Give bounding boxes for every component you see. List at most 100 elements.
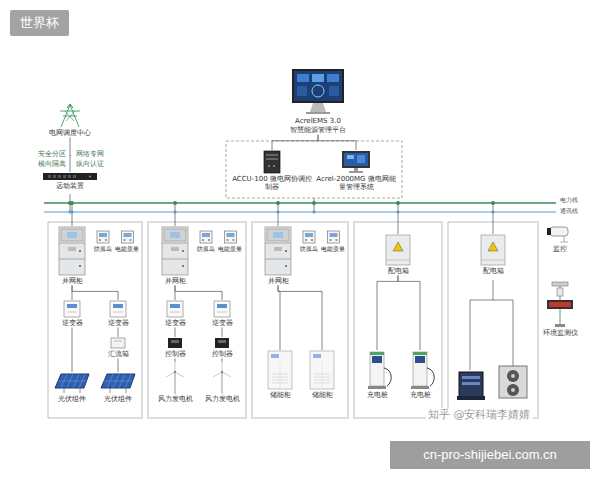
node-label: 并网柜	[53, 276, 91, 285]
device-node: 逆变器	[54, 300, 90, 327]
connector	[72, 327, 73, 372]
node-label: 并网柜	[156, 276, 194, 285]
pc-icon	[342, 151, 370, 173]
connector	[398, 275, 420, 350]
device-node: 风力发电机	[151, 362, 199, 403]
chg-icon	[411, 352, 434, 389]
node-label: 电网调度中心	[34, 128, 106, 137]
node-label: ACCU-100 微电网协调控制器	[232, 174, 312, 192]
chg-icon	[368, 352, 391, 389]
device-node: 配电箱	[474, 234, 512, 275]
watermark: 知乎 @安科瑞李婧婧	[426, 408, 533, 421]
device-node: 充电桩	[358, 350, 396, 399]
device-node: 防孤岛	[194, 230, 218, 253]
dbox-icon	[481, 235, 505, 265]
connector	[175, 358, 176, 362]
tower-icon	[60, 104, 80, 127]
store-icon	[310, 351, 334, 389]
node-label: Acrel-2000MG 微电网能量管理系统	[316, 174, 396, 192]
controller-group	[226, 141, 402, 198]
device-icon	[51, 372, 93, 394]
device-icon	[195, 230, 217, 244]
node-label: 光伏组件	[96, 394, 140, 403]
device-icon	[320, 230, 347, 244]
cab-icon	[162, 227, 188, 275]
node-label: 防孤岛	[297, 244, 321, 253]
connector	[272, 135, 318, 150]
device-icon	[260, 226, 296, 276]
device-node: 光伏组件	[50, 372, 94, 403]
device-icon	[103, 337, 133, 349]
pv-icon	[101, 374, 135, 393]
device-icon	[380, 234, 416, 266]
device-icon	[40, 172, 100, 181]
device-node: 电能质量	[319, 230, 348, 253]
device-node: 汇流箱	[102, 337, 134, 358]
node-label: AcrelEMS 3.0	[272, 116, 364, 125]
node-label: 防孤岛	[194, 244, 218, 253]
ctl-icon	[215, 338, 229, 348]
node-label: 控制器	[159, 349, 191, 358]
node-label: 电能质量	[216, 244, 245, 253]
device-node: ACCU-100 微电网协调控制器	[232, 150, 312, 192]
device-icon	[317, 150, 395, 174]
device-node: 储能柜	[261, 350, 299, 399]
meter-icon	[327, 231, 339, 243]
cab-icon	[59, 227, 85, 275]
device-icon	[359, 350, 395, 390]
meter-icon	[121, 231, 133, 243]
device-node: 并网柜	[156, 226, 194, 285]
line-name: 电力线	[560, 196, 578, 203]
device-icon	[475, 234, 511, 266]
device-icon	[157, 226, 193, 276]
device-node: AcrelEMS 3.0智慧能源管理平台	[272, 68, 364, 135]
comb-icon	[111, 338, 125, 348]
node-label: 监控	[544, 244, 576, 253]
dbox-icon	[386, 235, 410, 265]
device-node: 电能质量	[113, 230, 142, 253]
connector	[318, 135, 356, 150]
node-label: 逆变器	[54, 318, 90, 327]
wind-icon	[213, 362, 231, 394]
device-node: 防孤岛	[91, 230, 115, 253]
node-label: 逆变器	[100, 318, 136, 327]
device-node: 充电桩	[401, 350, 439, 399]
load-equipment	[457, 366, 527, 400]
device-node: 逆变器	[100, 300, 136, 327]
device-node: 逆变器	[157, 300, 193, 327]
device-node: 光伏组件	[96, 372, 140, 403]
device-icon	[273, 68, 363, 116]
device-icon	[101, 300, 135, 318]
device-icon	[217, 230, 244, 244]
node-label: 充电桩	[401, 390, 439, 399]
meter-icon	[224, 231, 236, 243]
device-node: 储能柜	[303, 350, 341, 399]
device-node: 电网调度中心	[34, 104, 106, 137]
device-node: 控制器	[206, 337, 238, 358]
device-node: 逆变器	[204, 300, 240, 327]
device-node: 防孤岛	[297, 230, 321, 253]
wind-icon	[166, 362, 184, 394]
device-icon	[158, 300, 192, 318]
node-label: 储能柜	[303, 390, 341, 399]
device-icon	[152, 362, 198, 394]
device-icon	[262, 350, 298, 390]
note: 安全分区	[38, 151, 66, 159]
device-node: 远动装置	[39, 172, 101, 190]
node-label: 光伏组件	[50, 394, 94, 403]
connector	[70, 137, 71, 172]
node-label: 配电箱	[474, 266, 512, 275]
ctl-icon	[168, 338, 182, 348]
device-icon	[402, 350, 438, 390]
device-node: Acrel-2000MG 微电网能量管理系统	[316, 150, 396, 192]
monitor-icon	[292, 69, 344, 114]
device-node: 并网柜	[259, 226, 297, 285]
device-icon	[233, 150, 311, 174]
url-band: cn-pro-shijiebei.com.cn	[390, 441, 590, 469]
load-wires	[470, 280, 513, 370]
meter-icon	[303, 231, 315, 243]
note: 横向隔离	[38, 161, 66, 169]
inv-icon	[167, 301, 183, 317]
device-icon	[199, 362, 245, 394]
meter-icon	[97, 231, 109, 243]
